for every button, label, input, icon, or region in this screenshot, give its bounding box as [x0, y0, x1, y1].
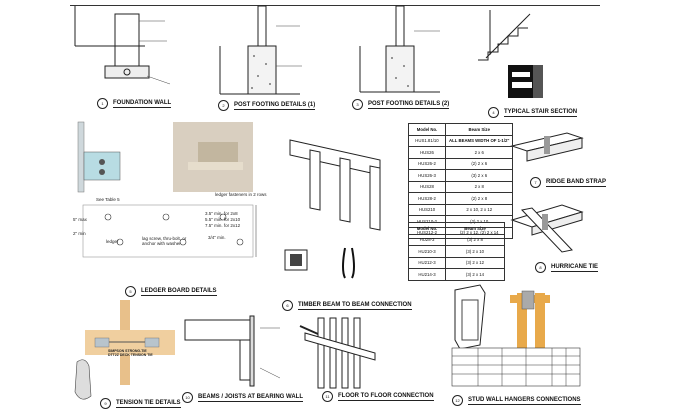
ledger-label: ledger	[106, 239, 119, 244]
timber-beam-drawing	[284, 139, 381, 279]
ledger-min-3-4: 3/4" min.	[208, 235, 226, 240]
post-footing-1-drawing	[219, 5, 302, 95]
floor-to-floor-drawing	[299, 317, 376, 389]
table-row: HU214-3(3) 2 x 14	[408, 268, 505, 281]
beam-size-table-2: Model No.Beam Size HU28-3(3) 2 x 8 HU210…	[408, 222, 505, 281]
ledger-anchor-note: lag screw, thru-bolt, or anchor with was…	[142, 236, 187, 246]
ledger-max-5: 5" max	[73, 217, 87, 222]
sheet-top-border	[70, 5, 600, 6]
ledger-dim-2x10: 5.5" min. for 2x10	[205, 217, 241, 222]
ledger-dim-2x8: 3.5" min. for 2x8	[205, 211, 238, 216]
table-row: HU28-3(3) 2 x 8	[408, 233, 505, 246]
table-header: Model No.Beam Size	[408, 222, 505, 235]
tension-tie-drawing	[74, 300, 175, 400]
ledger-dim-2x12: 7.5" min. for 2x12	[205, 223, 241, 228]
tension-tie-note: SIMPSON STRONG-TIE DTT2Z DECK TENSION TI…	[108, 349, 153, 357]
stud-wall-hangers-drawing	[454, 284, 550, 353]
ledger-fasteners-note: ledger fasteners in 2 rows	[215, 192, 267, 197]
stair-section-drawing	[478, 10, 543, 98]
stud-wall-hanger-table	[451, 347, 581, 387]
table-row: HU212-3(3) 2 x 12	[408, 256, 505, 269]
table-row: HUS28-2(2) 2 x 8	[408, 192, 514, 205]
ledger-board-drawing	[68, 121, 257, 258]
table-row: HUS26-3(3) 2 x 6	[408, 169, 514, 182]
bearing-wall-drawing	[184, 315, 281, 387]
table-row: HU210-3(3) 2 x 10	[408, 245, 505, 258]
foundation-wall-drawing	[74, 6, 171, 85]
table-header: Model No.Beam Size	[408, 123, 514, 136]
ledger-see-table: See Table 5	[96, 197, 120, 202]
ridge-band-strap-drawing	[510, 132, 584, 162]
table-row: HUS26-2(2) 2 x 6	[408, 157, 514, 170]
ledger-min-2: 2" min	[73, 231, 86, 236]
post-footing-2-drawing	[359, 5, 440, 93]
hurricane-tie-drawing	[510, 204, 584, 253]
